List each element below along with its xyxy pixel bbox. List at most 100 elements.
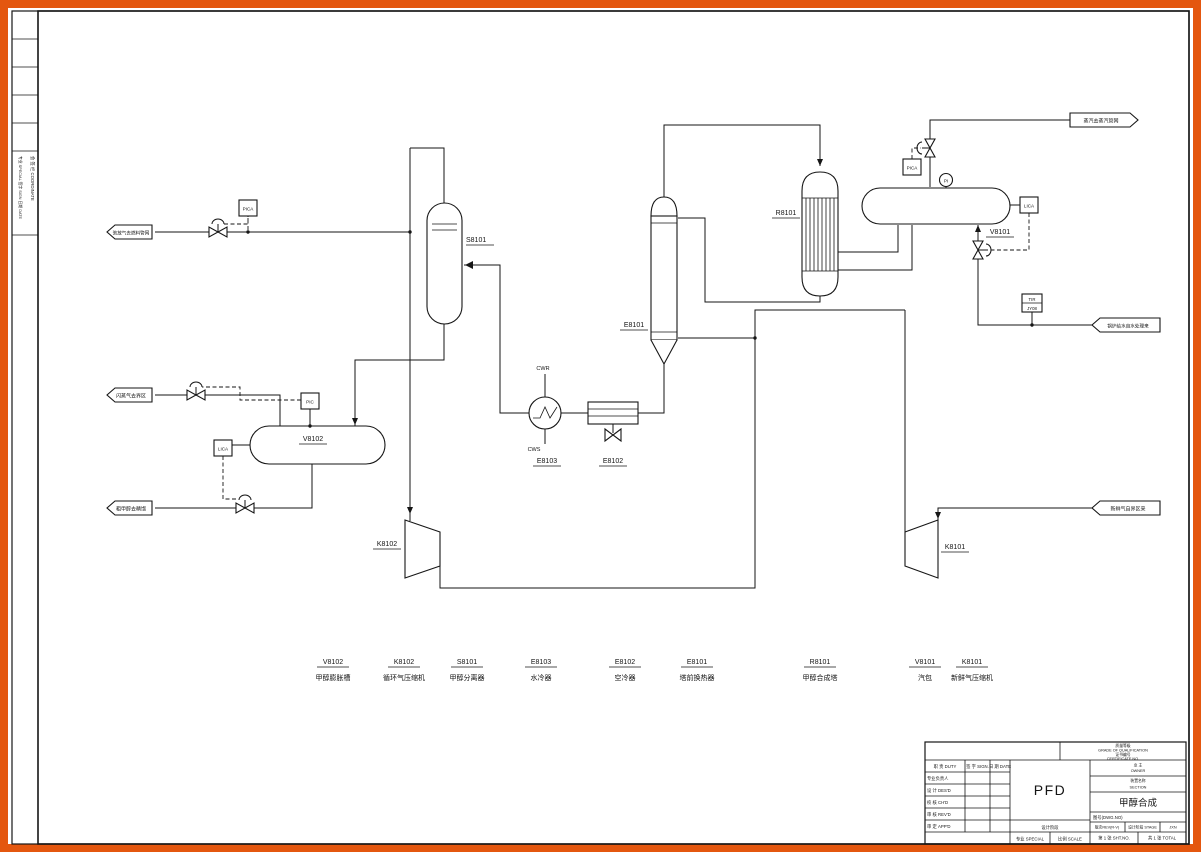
drum-riser-line [838,225,899,253]
label-s8101: S8101 [466,237,486,244]
flag-flash-gas-to-battery: 闪蒸气去界区 [106,387,153,403]
svg-text:日 期 DATE: 日 期 DATE [989,764,1011,770]
legend-item: S8101 甲醇分离器 [450,659,485,682]
equipment-labels: S8101 V8102 E8103 E8102 E8101 R8101 V810… [299,210,1014,553]
svg-text:装置名称: 装置名称 [1130,778,1145,783]
svg-text:审 定 APP'D: 审 定 APP'D [927,823,951,830]
lica-v8101-signal [986,213,1030,251]
svg-text:业 主: 业 主 [1134,763,1143,768]
pica-purge-signal [224,216,249,230]
svg-text:E8101: E8101 [687,659,707,666]
instrument-pica-purge: PICA [238,199,258,217]
instrument-tag: PI [944,179,948,184]
arrow-into-k8101 [935,512,941,519]
main-border [37,10,1190,845]
legend-item: K8102 循环气压缩机 [383,659,425,682]
instrument-pica-steam: PICA [902,158,922,176]
r8101-effluent-line [678,217,821,303]
label-v8101: V8101 [990,229,1010,236]
special-label: 专业 SPECIAL [1016,836,1045,843]
label-e8102: E8102 [603,458,623,465]
recycle-riser-line [409,147,445,521]
label-cws: CWS [528,447,541,453]
owner-section-block: 业 主 OWNER 装置名称 SECTION 甲醇合成 图号(DWG.NO) 版… [1093,763,1177,842]
svg-text:设 计 DES'D: 设 计 DES'D [927,787,951,794]
legend-item: R8101 甲醇合成塔 [803,659,838,682]
svg-text:汽包: 汽包 [918,673,932,682]
svg-text:K8101: K8101 [962,659,982,666]
svg-text:新鲜气压缩机: 新鲜气压缩机 [951,673,993,682]
svg-text:设计阶段 STAGE: 设计阶段 STAGE [1128,825,1157,830]
label-k8101: K8101 [945,544,965,551]
legend-item: V8101 汽包 [909,659,941,682]
stream-flags: 弛放气去燃料管网 闪蒸气去界区 粗甲醇去精馏 蒸汽去蒸汽管网 锅炉给水自水处理来… [106,112,1161,516]
control-valves [186,138,992,514]
arrow-into-r8101 [817,159,823,166]
instrument-tag: PICA [243,207,255,212]
cooler-e8103-water-cooler [528,374,562,444]
label-k8102: K8102 [377,541,397,548]
instrument-tag-number: JY08 [1027,306,1037,311]
pica-steam-signal [911,147,921,159]
cooler-train-line [464,264,665,414]
flag-label: 锅炉给水自水处理来 [1107,323,1149,330]
label-e8101: E8101 [624,322,644,329]
project-name: 甲醇合成 [1119,797,1158,809]
svg-text:空冷器: 空冷器 [615,673,636,682]
crude-methanol-line [155,464,313,509]
svg-text:校 核 CH'D: 校 核 CH'D [927,799,948,806]
vessel-v8102-flash-drum [249,425,386,465]
svg-text:R8101: R8101 [810,659,831,666]
svg-text:图号(DWG.NO): 图号(DWG.NO) [1093,815,1123,821]
stage-label: 设计阶段 [1041,824,1059,831]
bfw-level-control-valve [972,240,992,260]
svg-text:CERTIFICATE NO.: CERTIFICATE NO. [1107,757,1139,761]
svg-text:证书编号: 证书编号 [1115,752,1130,757]
exchanger-e8101-column [650,196,678,366]
compressor-k8102-recycle [404,519,441,579]
methanol-level-control-valve [235,494,255,514]
instrument-tag: PICA [907,166,919,171]
lica-v8102-signal [222,456,238,500]
flag-label: 弛放气去燃料管网 [113,230,150,237]
label-e8103: E8103 [537,458,557,465]
instrument-tag: TIR [1029,297,1036,302]
reactor-r8101-synthesis-tower [801,171,839,297]
svg-text:S8101: S8101 [457,659,477,666]
grade-certificate-block: 质量等级 GRADE OF QUALIFICATION 证书编号 CERTIFI… [1098,743,1148,761]
label-v8102: V8102 [303,436,323,443]
svg-text:V8101: V8101 [915,659,935,666]
flag-label: 粗甲醇去精馏 [116,506,146,513]
svg-text:K8102: K8102 [394,659,414,666]
flag-bfw-from-treatment: 锅炉给水自水处理来 [1091,317,1161,333]
label-r8101: R8101 [776,210,797,217]
svg-text:水冷器: 水冷器 [531,673,552,682]
process-lines [155,119,1093,589]
recycle-discharge-line [439,309,905,589]
svg-text:塔前换热器: 塔前换热器 [680,673,715,682]
instrument-lica-v8102: LICA [213,439,233,457]
instrument-signal-lines [202,147,1030,500]
steam-pressure-control-valve [916,138,936,158]
cooler-e8102-air-cooler [587,401,639,443]
svg-text:质量等级: 质量等级 [1115,743,1130,748]
instrument-pi-steam: PI [938,172,954,188]
compressor-k8101-fresh-gas [904,519,939,579]
legend-item: K8101 新鲜气压缩机 [951,659,993,682]
svg-text:版次REV(R-V): 版次REV(R-V) [1095,825,1120,830]
instrument-tag: PIC [306,400,314,405]
legend-item: E8101 塔前换热器 [680,659,715,682]
instruments: PICA PIC LICA PICA PI LICA TIR JY08 [213,158,1043,457]
svg-text:V8102: V8102 [323,659,343,666]
svg-text:E8102: E8102 [615,659,635,666]
sheet-number: 第 1 张 SHT.NO. [1098,835,1130,842]
strip-coordinate-label: 会 签 栏 COORDINATE [29,156,36,201]
svg-text:甲醇膨胀槽: 甲醇膨胀槽 [316,673,351,682]
instrument-tag: LICA [218,447,229,452]
svg-text:职 责 DUTY: 职 责 DUTY [934,763,957,770]
steam-out-line [929,119,1070,187]
legend-item: V8102 甲醇膨胀槽 [316,659,351,682]
purge-control-valve [208,218,228,238]
